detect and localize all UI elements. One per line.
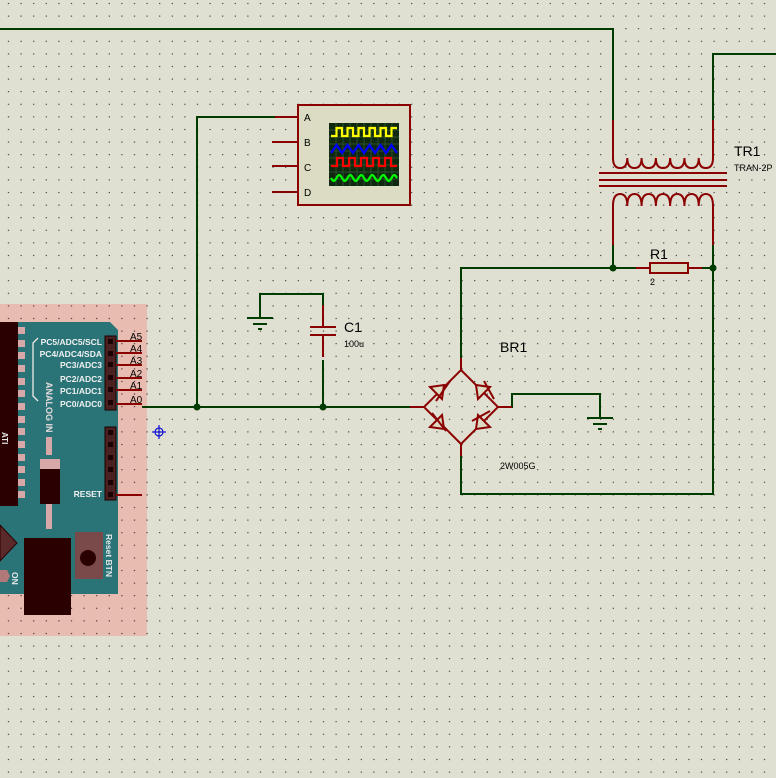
- scope-channel-a: A: [304, 113, 311, 124]
- net-label-a3: A3: [130, 356, 143, 367]
- oscilloscope[interactable]: A B C D: [272, 104, 411, 206]
- analog-header: [104, 335, 117, 411]
- pin-label-pc4: PC4/ADC4/SDA: [40, 349, 102, 359]
- net-label-a2: A2: [130, 369, 143, 380]
- wire-top-to-transformer[interactable]: [0, 28, 614, 120]
- power-header: [104, 426, 117, 501]
- reset-button-label: Reset BTN: [104, 534, 114, 577]
- br1-value-label: 2W005G: [500, 461, 536, 471]
- scope-channel-d: D: [304, 188, 311, 199]
- mcu-chip: [0, 322, 18, 506]
- br1-diode-tr: [474, 380, 495, 402]
- power-led: [0, 570, 10, 582]
- junction-dot: [609, 264, 617, 272]
- junction-dot: [319, 403, 327, 411]
- arduino-board-body: [0, 322, 118, 594]
- net-label-a5: A5: [130, 332, 143, 343]
- regulator-chip: [0, 524, 18, 562]
- crystal-component: [40, 469, 60, 504]
- pin-label-pc5: PC5/ADC5/SCL: [41, 337, 102, 347]
- reset-pin-label: RESET: [74, 489, 103, 499]
- br1-ref-label: BR1: [500, 339, 527, 355]
- crosshair-cursor-icon: [152, 425, 166, 439]
- capacitor-c1[interactable]: C1 100u: [310, 305, 364, 357]
- pin-label-pc2: PC2/ADC2: [60, 374, 102, 384]
- r1-value-label: 2: [650, 277, 655, 287]
- tr-ref-label: TR1: [734, 143, 761, 159]
- r1-ref-label: R1: [650, 246, 668, 262]
- pin-label-pc0: PC0/ADC0: [60, 399, 102, 409]
- power-led-label: ON: [10, 572, 20, 585]
- net-label-a0: A0: [130, 395, 143, 406]
- wire-right-to-transformer[interactable]: [712, 53, 776, 120]
- mcu-pin-row: [18, 327, 25, 498]
- tr-value-label: TRAN-2P: [734, 163, 773, 173]
- scope-trace-c: [331, 156, 397, 168]
- tr-primary-coil: [612, 157, 714, 170]
- bridge-rectifier-br1[interactable]: BR1 2W005G: [410, 339, 536, 471]
- ground-c1[interactable]: [247, 317, 273, 330]
- scope-channel-c: C: [304, 163, 311, 174]
- scope-channel-b: B: [304, 138, 311, 149]
- arduino-board[interactable]: ATI ANALOG IN PC5/ADC5/SCL PC4/ADC4/SDA …: [0, 304, 147, 636]
- analog-header-pins: [108, 339, 113, 405]
- pin-label-pc1: PC1/ADC1: [60, 386, 102, 396]
- junctions: [193, 264, 717, 411]
- resistor-r1[interactable]: R1 2: [636, 246, 702, 287]
- analog-group-bracket: [32, 337, 39, 402]
- wire-bridge-bottom[interactable]: [460, 268, 714, 495]
- ground-bridge[interactable]: [587, 417, 613, 430]
- br1-diode-br: [471, 410, 493, 431]
- power-jack: [24, 538, 71, 615]
- junction-dot: [709, 264, 717, 272]
- scope-trace-b: [330, 143, 398, 155]
- pin-label-pc3: PC3/ADC3: [60, 360, 102, 370]
- tr-core: [599, 172, 727, 187]
- net-label-a1: A1: [130, 381, 143, 392]
- net-label-a4: A4: [130, 344, 143, 355]
- wire-scope-a[interactable]: [196, 116, 275, 407]
- scope-trace-a: [331, 126, 397, 138]
- junction-dot: [193, 403, 201, 411]
- br1-diode-tl: [427, 380, 451, 402]
- wire-bridge-top[interactable]: [460, 267, 640, 365]
- r1-body: [649, 262, 689, 274]
- scope-trace-d: [330, 173, 398, 183]
- c1-ref-label: C1: [344, 319, 362, 335]
- analog-in-label: ANALOG IN: [44, 382, 54, 433]
- transformer-tr1[interactable]: TR1 TRAN-2P: [599, 120, 773, 245]
- c1-value-label: 100u: [344, 339, 364, 349]
- mcu-chip-label: ATI: [0, 432, 9, 444]
- tr-secondary-coil: [612, 192, 714, 207]
- br1-diode-bl: [427, 412, 447, 432]
- reset-button-cap: [80, 550, 96, 566]
